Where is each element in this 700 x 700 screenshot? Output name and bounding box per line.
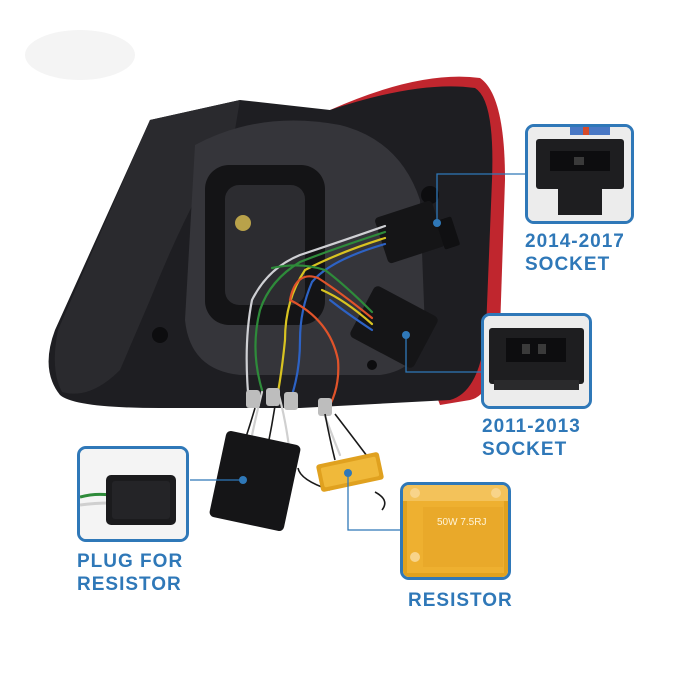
inset-plug-for-resistor (77, 446, 189, 542)
connector-2011-2013 (350, 286, 438, 368)
inset-socket-2014-2017 (525, 124, 634, 224)
connector-2014-2017 (375, 200, 460, 264)
label-plug-for-resistor: PLUG FOR RESISTOR (77, 551, 184, 595)
label-resistor: RESISTOR (408, 590, 513, 611)
inset-resistor: 50W 7.5RJ (400, 482, 511, 580)
inset-socket-2011-2013 (481, 313, 592, 409)
bulb-contact (235, 215, 251, 231)
crimp-terminals (246, 388, 332, 416)
plug-device (209, 430, 301, 532)
callout-pointers (190, 173, 525, 531)
label-socket-2011-2013: 2011-2013 SOCKET (482, 416, 581, 460)
resistor-marking: 50W 7.5RJ (437, 517, 486, 528)
label-socket-2014-2017: 2014-2017 SOCKET (525, 231, 625, 275)
wiring-harness (245, 224, 387, 457)
